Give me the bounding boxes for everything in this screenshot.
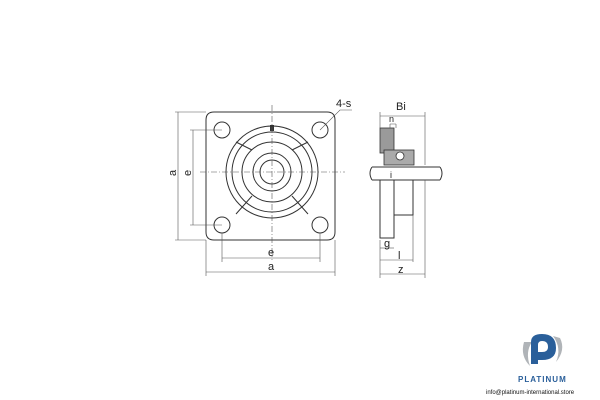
dim-a-vertical: a xyxy=(167,169,179,176)
logo-mark xyxy=(531,334,556,364)
dim-g: g xyxy=(384,238,390,250)
dim-n: n xyxy=(389,114,394,124)
bolt-hole xyxy=(311,121,329,139)
side-dimension-lines xyxy=(379,112,426,278)
dim-z: z xyxy=(398,264,404,276)
dimension-lines xyxy=(175,109,352,276)
dim-i: i xyxy=(390,170,392,180)
dim-l: l xyxy=(398,250,400,262)
dim-4s: 4-s xyxy=(336,98,352,110)
side-view: Bi n i g l z xyxy=(369,101,443,278)
housing-section xyxy=(379,127,395,154)
flange-webs xyxy=(235,141,309,215)
bolt-hole xyxy=(311,216,329,234)
shaft xyxy=(369,166,443,181)
dim-e-horizontal: e xyxy=(268,247,274,259)
dim-bi: Bi xyxy=(396,101,406,113)
platinum-logo: PLATINUM info@platinum-international.sto… xyxy=(486,334,575,396)
logo-brand: PLATINUM xyxy=(518,375,567,384)
ball xyxy=(395,151,405,161)
housing-lower xyxy=(379,179,414,239)
front-view: a e e a 4-s xyxy=(167,98,352,276)
flange-outline xyxy=(205,111,336,241)
dim-a-horizontal: a xyxy=(268,261,275,273)
logo-email: info@platinum-international.store xyxy=(486,390,575,396)
dim-e-vertical: e xyxy=(182,170,194,176)
